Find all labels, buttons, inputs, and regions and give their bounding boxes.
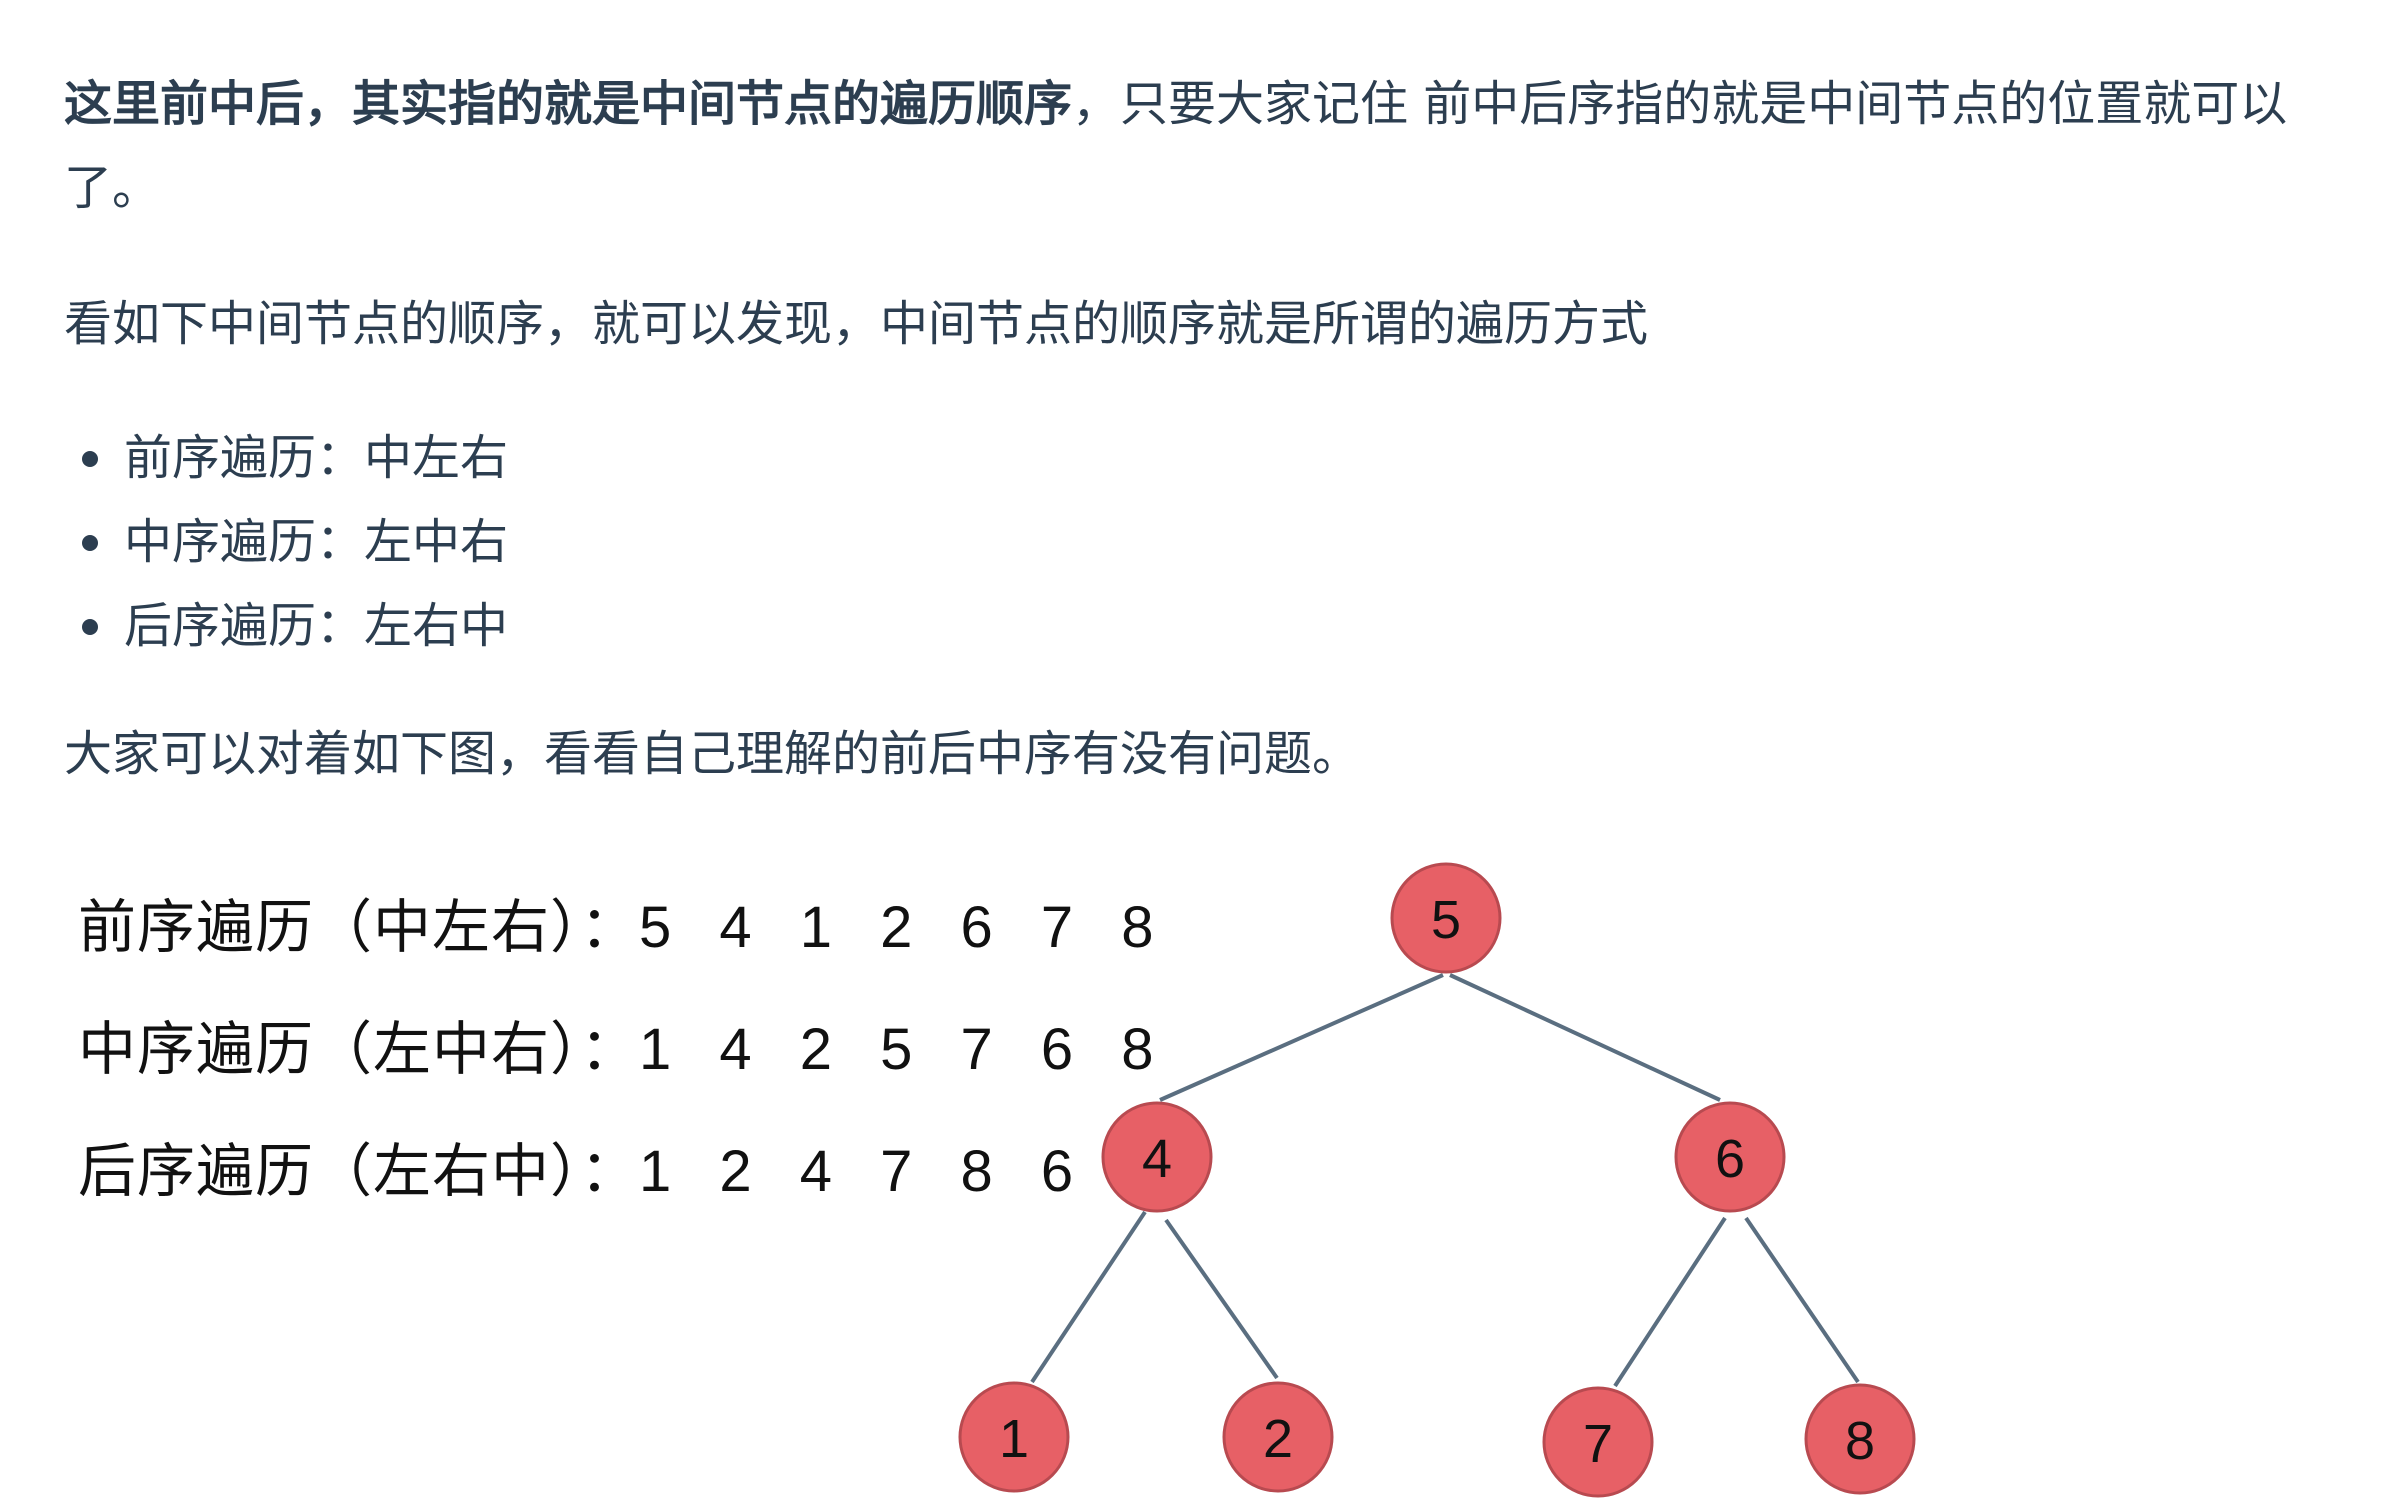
article-body: 这里前中后，其实指的就是中间节点的遍历顺序，只要大家记住 前中后序指的就是中间节… bbox=[64, 62, 2344, 796]
node-label: 1 bbox=[999, 1409, 1029, 1469]
edge-5-4 bbox=[1159, 973, 1444, 1102]
node-label: 6 bbox=[1715, 1129, 1745, 1189]
node-label: 5 bbox=[1431, 890, 1461, 950]
tree-node: 4 bbox=[1101, 1101, 1213, 1213]
edge-5-6 bbox=[1449, 973, 1721, 1102]
tree-node: 8 bbox=[1804, 1383, 1916, 1495]
node-circle bbox=[1101, 1101, 1213, 1213]
preorder-sequence: 5 4 1 2 6 7 8 bbox=[639, 895, 1170, 960]
traversal-list: 前序遍历：中左右 中序遍历：左中右 后序遍历：左右中 bbox=[64, 416, 2344, 668]
edge-6-7 bbox=[1613, 1216, 1727, 1388]
binary-tree-figure: 前序遍历（中左右）：5 4 1 2 6 7 8 中序遍历（左中右）：1 4 2 … bbox=[0, 820, 2387, 1510]
paragraph-figure-intro: 大家可以对着如下图，看看自己理解的前后中序有没有问题。 bbox=[64, 726, 1361, 782]
node-circle bbox=[1390, 862, 1502, 974]
node-label: 7 bbox=[1583, 1414, 1613, 1474]
inorder-line: 中序遍历（左中右）：1 4 2 5 7 6 8 bbox=[78, 1002, 1170, 1086]
node-circle bbox=[1222, 1381, 1334, 1493]
tree-node: 5 bbox=[1390, 862, 1502, 974]
inorder-label: 中序遍历（左中右）： bbox=[78, 1017, 640, 1082]
node-circle bbox=[1542, 1386, 1654, 1498]
intro-rest-text: ，只要大家记住 前中后序指的就是中间节点的位置就可以了。 bbox=[64, 76, 2288, 216]
preorder-label: 前序遍历（中左右）： bbox=[78, 895, 640, 960]
paragraph-order-explain: 看如下中间节点的顺序，就可以发现，中间节点的顺序就是所谓的遍历方式 bbox=[64, 296, 1649, 352]
postorder-line: 后序遍历（左右中）：1 2 4 7 8 6 5 bbox=[78, 1124, 1170, 1208]
node-circle bbox=[958, 1381, 1070, 1493]
list-item-text: 后序遍历：左右中 bbox=[124, 598, 509, 654]
paragraph-intro: 这里前中后，其实指的就是中间节点的遍历顺序，只要大家记住 前中后序指的就是中间节… bbox=[64, 62, 2344, 230]
bullet-icon bbox=[82, 535, 98, 551]
list-item: 中序遍历：左中右 bbox=[64, 500, 2344, 584]
tree-node: 2 bbox=[1222, 1381, 1334, 1493]
node-label: 4 bbox=[1142, 1129, 1172, 1189]
preorder-line: 前序遍历（中左右）：5 4 1 2 6 7 8 bbox=[78, 880, 1170, 964]
list-item: 前序遍历：中左右 bbox=[64, 416, 2344, 500]
tree-node: 7 bbox=[1542, 1386, 1654, 1498]
list-item-text: 中序遍历：左中右 bbox=[124, 514, 509, 570]
bullet-icon bbox=[82, 619, 98, 635]
edge-4-1 bbox=[1030, 1210, 1147, 1384]
tree-node: 1 bbox=[958, 1381, 1070, 1493]
postorder-label: 后序遍历（左右中）： bbox=[78, 1139, 640, 1204]
inorder-sequence: 1 4 2 5 7 6 8 bbox=[639, 1017, 1170, 1082]
tree-diagram: 5 4 6 1 2 7 8 bbox=[958, 862, 1916, 1498]
list-item-text: 前序遍历：中左右 bbox=[124, 430, 509, 486]
edge-4-2 bbox=[1164, 1218, 1279, 1380]
node-label: 2 bbox=[1263, 1409, 1293, 1469]
node-label: 8 bbox=[1845, 1411, 1875, 1471]
node-circle bbox=[1674, 1101, 1786, 1213]
tree-edges bbox=[1030, 973, 1860, 1388]
intro-bold-text: 这里前中后，其实指的就是中间节点的遍历顺序 bbox=[64, 76, 1073, 132]
tree-node: 6 bbox=[1674, 1101, 1786, 1213]
edge-6-8 bbox=[1744, 1216, 1860, 1384]
postorder-sequence: 1 2 4 7 8 6 5 bbox=[639, 1139, 1170, 1204]
bullet-icon bbox=[82, 451, 98, 467]
tree-nodes: 5 4 6 1 2 7 8 bbox=[958, 862, 1916, 1498]
node-circle bbox=[1804, 1383, 1916, 1495]
list-item: 后序遍历：左右中 bbox=[64, 584, 2344, 668]
